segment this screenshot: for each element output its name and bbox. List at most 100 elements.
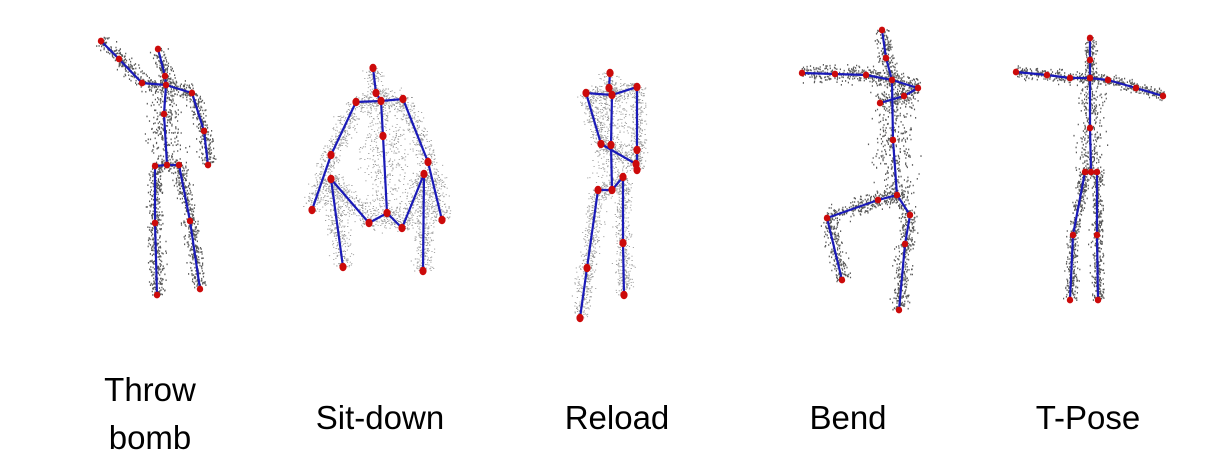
joint-hc [608, 185, 616, 195]
skeleton-t-pose [1012, 34, 1167, 304]
bone-er-hr [202, 130, 210, 166]
bone-hl2-kl [585, 189, 600, 269]
joint-hl2 [1081, 168, 1089, 176]
joint-sp [1086, 124, 1094, 132]
bone-kl-fl [825, 217, 844, 281]
bone-sl-el [1046, 73, 1071, 80]
joint-kr [186, 217, 194, 225]
joint-sl [138, 79, 146, 87]
joint-sr [633, 82, 641, 92]
joint-sc [888, 76, 896, 84]
joint-hr2 [398, 223, 406, 233]
bone-sp-hc [891, 139, 899, 196]
bone-head-neck [880, 29, 888, 59]
joint-er [424, 157, 432, 167]
joint-kl [823, 214, 831, 222]
joint-hr2 [619, 172, 627, 182]
bone-sl-el [118, 58, 143, 84]
bone-kr-fr [421, 173, 426, 272]
joint-el [831, 70, 839, 78]
joint-kr [619, 238, 627, 248]
label-throw-bomb: Throw bomb [40, 366, 260, 462]
bone-el-hl [600, 143, 637, 165]
joint-hr [438, 215, 446, 225]
bone-kl-fl [578, 267, 589, 319]
joint-sr [188, 89, 196, 97]
bone-sp-hc [1088, 127, 1093, 173]
bone-hl2-kl [826, 198, 879, 220]
joint-sp [379, 131, 387, 141]
joint-er [1132, 84, 1140, 92]
joint-hl [798, 69, 806, 77]
bone-sc-sp [379, 100, 385, 137]
joint-hl [1012, 68, 1020, 76]
bone-sr-er [1107, 78, 1137, 90]
skeleton-reload [571, 68, 649, 323]
bone-hr2-kr [400, 173, 426, 229]
bone-head-neck [156, 48, 167, 77]
joint-el [1043, 71, 1051, 79]
bone-kl-fl [153, 222, 159, 296]
bone-kl-fl [1068, 234, 1075, 301]
label-line: Throw [104, 371, 196, 408]
bone-hr2-kr [177, 164, 192, 222]
joint-hr2 [1093, 168, 1101, 176]
joint-er [633, 145, 641, 155]
bone-hl2-kl [1071, 171, 1087, 236]
joint-er [900, 92, 908, 100]
bone-sr-er [190, 92, 206, 132]
bone-sc-sl [141, 81, 167, 87]
bone-head-neck [371, 67, 378, 94]
joint-neck [605, 83, 613, 93]
bone-el-hl [310, 154, 333, 211]
joint-er [200, 127, 208, 135]
joint-sc [1086, 74, 1094, 82]
joint-neck [372, 88, 380, 98]
bone-sc-sl [865, 73, 893, 82]
bone-er-hr [1135, 86, 1164, 98]
joint-el [327, 150, 335, 160]
joint-fl [838, 276, 846, 284]
joint-fl [339, 262, 347, 272]
bone-sr-er [401, 98, 430, 163]
joint-neck [161, 72, 169, 80]
joint-sr [914, 84, 922, 92]
joint-hl2 [594, 185, 602, 195]
joint-hc [163, 161, 171, 169]
label-sit-down: Sit-down [315, 399, 445, 436]
label-t-pose: T-Pose [1035, 399, 1141, 436]
joint-sl [582, 88, 590, 98]
label-bend: Bend [809, 399, 887, 436]
joint-hl2 [365, 218, 373, 228]
bone-sl-el [584, 92, 603, 145]
joint-hr [633, 165, 641, 175]
joint-hc [1087, 168, 1095, 176]
joint-sc [162, 81, 170, 89]
joint-kl [1069, 231, 1077, 239]
joint-sr [1104, 76, 1112, 84]
bone-sp-hc [381, 135, 389, 214]
joint-kr [901, 240, 909, 248]
joint-neck [882, 54, 890, 62]
joint-sr [399, 94, 407, 104]
bone-sc-sp [609, 94, 614, 146]
joint-sl [1066, 74, 1074, 82]
joint-fr [1094, 296, 1102, 304]
joint-sp [160, 110, 168, 118]
bone-el-hl [1015, 70, 1048, 77]
bone-kr-fr [897, 243, 907, 311]
bone-el-hl [100, 40, 120, 60]
joint-sl [862, 71, 870, 79]
bone-el-hl [801, 71, 836, 76]
joint-head [154, 45, 162, 53]
joint-fl [576, 313, 584, 323]
joint-hr2 [175, 161, 183, 169]
bone-sc-sr [611, 85, 638, 97]
bone-sc-sr [380, 97, 404, 103]
joint-hr2 [906, 211, 914, 219]
joint-kl [583, 263, 591, 273]
joint-kr [1093, 231, 1101, 239]
bone-hc-hr2 [896, 194, 911, 216]
joint-fr [196, 285, 204, 293]
